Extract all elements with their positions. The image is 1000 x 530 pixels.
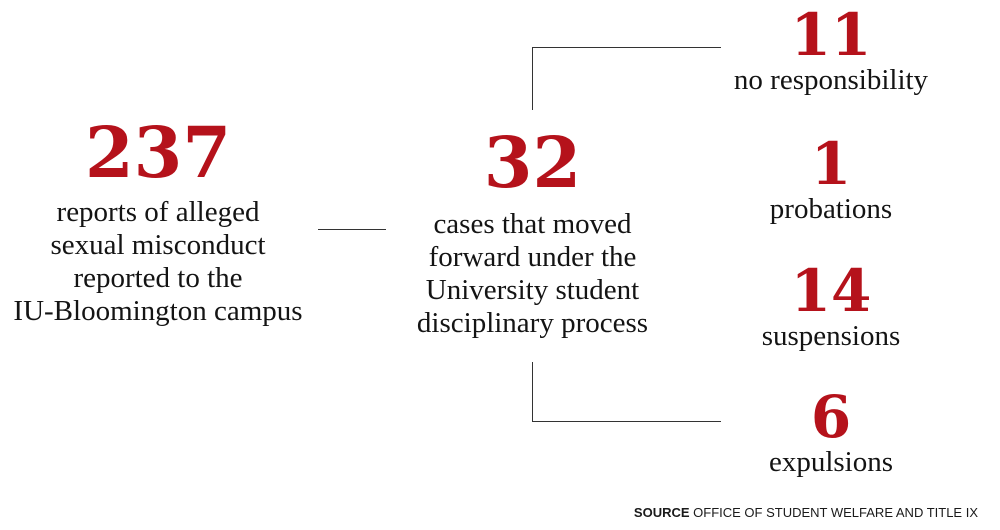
outcome-expulsions: 6 expulsions (700, 388, 962, 479)
bracket-top-vertical (532, 47, 533, 110)
bracket-bottom-horizontal (532, 421, 721, 422)
source-prefix: SOURCE (633, 505, 690, 520)
total-reports-stat: 237 reports of alleged sexual misconduct… (0, 118, 316, 328)
outcome-label: no responsibility (733, 64, 929, 96)
bracket-top-horizontal (532, 47, 721, 48)
source-text: OFFICE OF STUDENT WELFARE AND TITLE IX (693, 505, 978, 520)
outcome-number: 1 (810, 130, 852, 198)
outcome-number: 6 (810, 383, 852, 451)
outcome-label: probations (769, 193, 893, 225)
outcome-label: suspensions (761, 320, 901, 352)
outcome-number: 14 (790, 257, 872, 325)
source-credit: SOURCE OFFICE OF STUDENT WELFARE AND TIT… (634, 505, 978, 520)
cases-forwarded-stat: 32 cases that moved forward under the Un… (400, 128, 665, 340)
outcome-number: 11 (790, 1, 872, 69)
outcome-label: expulsions (768, 446, 894, 478)
outcome-no-responsibility: 11 no responsibility (700, 6, 962, 97)
connector-left-middle (318, 229, 386, 230)
cases-forwarded-number: 32 (483, 121, 582, 204)
outcome-probations: 1 probations (700, 135, 962, 226)
outcome-suspensions: 14 suspensions (700, 262, 962, 353)
bracket-bottom-vertical (532, 362, 533, 422)
cases-forwarded-label: cases that moved forward under the Unive… (416, 208, 649, 339)
total-reports-label: reports of alleged sexual misconduct rep… (13, 196, 303, 327)
total-reports-number: 237 (84, 111, 232, 194)
